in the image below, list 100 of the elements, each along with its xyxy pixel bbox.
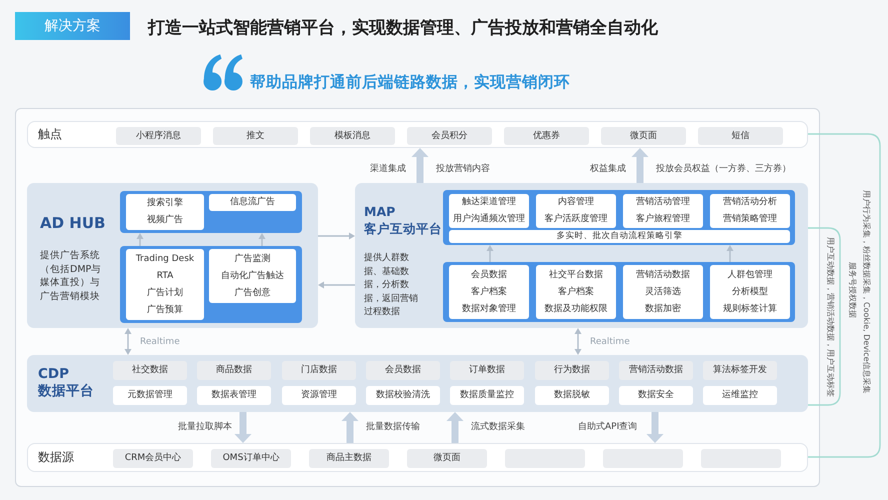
item-box: 微页面 bbox=[407, 449, 487, 468]
item-box: OMS订单中心 bbox=[211, 449, 291, 468]
item-box: 商品数据 bbox=[197, 361, 271, 380]
feature-label: 数据对象管理 bbox=[462, 302, 516, 316]
item-box: 商品主数据 bbox=[309, 449, 389, 468]
feature-box: 信息流广告 bbox=[209, 194, 296, 211]
module-panel bbox=[27, 183, 318, 328]
module-panel bbox=[355, 183, 808, 328]
feature-label: 广告计划 bbox=[147, 286, 183, 300]
feature-box: 元数据管理 bbox=[113, 386, 187, 405]
arrow bbox=[124, 328, 132, 355]
edge-label: 权益集成 bbox=[590, 164, 626, 175]
edge-label: Realtime bbox=[590, 337, 630, 348]
feature-box: 数据表管理 bbox=[197, 386, 271, 405]
item-box: 模板消息 bbox=[310, 127, 395, 145]
item-box: 微页面 bbox=[601, 127, 686, 145]
feature-box bbox=[710, 194, 790, 228]
side-note: 服务号授权数据 bbox=[847, 262, 858, 318]
item-box: 会员积分 bbox=[407, 127, 492, 145]
subtitle: 帮助品牌打通前后端链路数据，实现营销闭环 bbox=[250, 72, 570, 93]
item-box: 订单数据 bbox=[450, 361, 524, 380]
edge-label: 用户行为采集，粉丝数据采集，Cookie, Device信息采集 bbox=[861, 190, 872, 394]
arrow bbox=[726, 245, 734, 262]
module-description: 提供人群数据、基础数据，分析数据，返回营销过程数据 bbox=[364, 252, 419, 319]
feature-label: 广告监测 bbox=[234, 252, 270, 266]
feature-label: 分析模型 bbox=[732, 286, 768, 298]
feature-box bbox=[126, 194, 204, 230]
feature-label: 规则标签计算 bbox=[723, 302, 777, 316]
feature-label: 会员数据 bbox=[471, 268, 507, 282]
item-box: 优惠券 bbox=[504, 127, 589, 145]
feature-label: 触达渠道管理 bbox=[462, 196, 516, 209]
feature-label: 营销策略管理 bbox=[723, 212, 777, 226]
arrow bbox=[446, 412, 464, 443]
item-box: 推文 bbox=[213, 127, 298, 145]
feature-label: 视频广告 bbox=[147, 214, 183, 227]
feature-label: 搜索引擎 bbox=[147, 196, 183, 210]
feature-box bbox=[209, 249, 296, 303]
edge-label: 自助式API查询 bbox=[578, 422, 638, 433]
feature-box: 数据脱敏 bbox=[535, 386, 609, 405]
group-panel bbox=[120, 191, 302, 233]
edge-label: 用户互动数据，营销活动数据，用户互动标签 bbox=[825, 237, 836, 397]
feature-label: 广告预算 bbox=[147, 304, 183, 316]
feature-label: 客户档案 bbox=[471, 285, 507, 298]
feature-label: 客户活跃度管理 bbox=[544, 212, 608, 226]
feature-label: 广告创意 bbox=[234, 286, 270, 300]
feature-box bbox=[449, 194, 529, 228]
feature-label: 灵活筛选 bbox=[645, 286, 681, 298]
row-panel bbox=[27, 121, 808, 148]
connector-line bbox=[808, 133, 881, 458]
arrow-note: 投放会员权益（一方券、三方券） bbox=[656, 164, 791, 175]
feature-label: 内容管理 bbox=[558, 196, 594, 209]
feature-label: 用户沟通频次管理 bbox=[453, 212, 525, 226]
feature-label: 营销活动分析 bbox=[723, 196, 777, 209]
item-box: 小程序消息 bbox=[116, 127, 201, 145]
section-tag: 解决方案 bbox=[15, 12, 130, 40]
arrow bbox=[318, 282, 355, 288]
arrow bbox=[412, 148, 428, 183]
arrow bbox=[646, 412, 664, 443]
item-box: CRM会员中心 bbox=[113, 449, 193, 468]
item-box: 营销活动数据 bbox=[619, 361, 693, 380]
arrow bbox=[342, 412, 358, 443]
feature-label: 数据加密 bbox=[645, 302, 681, 316]
feature-box bbox=[536, 194, 616, 228]
feature-label: 社交平台数据 bbox=[549, 268, 603, 282]
feature-box: 数据校验清洗 bbox=[366, 386, 440, 405]
arrow bbox=[258, 233, 266, 246]
feature-label: 自动化广告触达 bbox=[221, 270, 284, 282]
group-panel bbox=[443, 190, 795, 245]
feature-label: 营销活动管理 bbox=[636, 196, 690, 209]
feature-label: 营销活动数据 bbox=[636, 268, 690, 282]
feature-box bbox=[623, 265, 703, 319]
item-box: 会员数据 bbox=[366, 361, 440, 380]
page-title: 打造一站式智能营销平台，实现数据管理、广告投放和营销全自动化 bbox=[148, 17, 658, 40]
module-description: 提供广告系统（包括DMP与媒体直投）与广告营销模块 bbox=[40, 249, 102, 303]
feature-label: RTA bbox=[156, 270, 174, 282]
arrow bbox=[486, 245, 494, 262]
arrow-note: 投放营销内容 bbox=[436, 164, 490, 175]
feature-label: Trading Desk bbox=[136, 252, 194, 266]
edge-label: Realtime bbox=[140, 337, 180, 348]
engine-band: 多实时、批次自动流程策略引擎 bbox=[449, 230, 790, 243]
feature-box: 数据安全 bbox=[619, 386, 693, 405]
row-panel bbox=[27, 443, 808, 472]
module-title: AD HUB bbox=[40, 215, 106, 232]
edge-label: 流式数据采集 bbox=[471, 422, 525, 433]
feature-box bbox=[536, 265, 616, 319]
feature-label: 数据及功能权限 bbox=[544, 302, 608, 316]
item-box: 社交数据 bbox=[113, 361, 187, 380]
arrow bbox=[234, 412, 252, 443]
feature-box bbox=[449, 265, 529, 319]
feature-box bbox=[126, 249, 204, 320]
row-title: 触点 bbox=[38, 126, 62, 143]
edge-label: 批量拉取脚本 bbox=[178, 422, 232, 433]
module-title: CDP 数据平台 bbox=[38, 366, 95, 400]
module-title: MAP 客户互动平台 bbox=[364, 203, 442, 237]
edge-label: 渠道集成 bbox=[370, 164, 406, 175]
feature-box: 数据质量监控 bbox=[450, 386, 524, 405]
module-panel bbox=[27, 355, 808, 412]
connector-line bbox=[808, 227, 841, 406]
row-title: 数据源 bbox=[38, 449, 74, 466]
arrow bbox=[632, 148, 648, 183]
